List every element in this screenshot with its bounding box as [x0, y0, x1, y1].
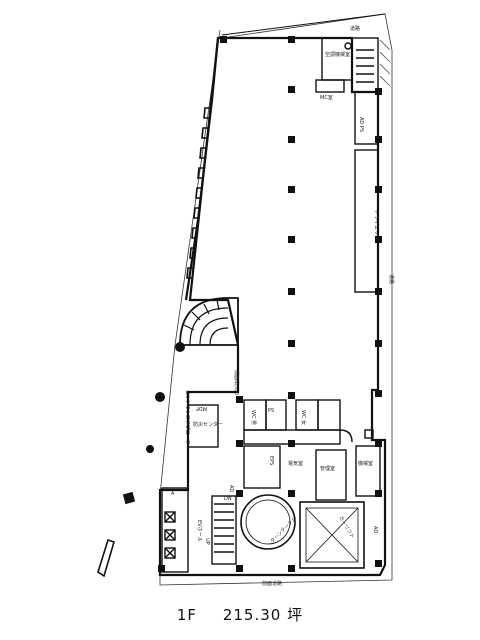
label-wc-w: WC 女: [300, 410, 307, 425]
floor-label: 1F: [176, 606, 198, 624]
label-up: UP: [204, 538, 210, 545]
lower-left-core: [161, 487, 237, 573]
facade-windows: [186, 107, 210, 279]
label-top-alley: 道路: [350, 25, 360, 32]
label-wc-m: WC 男: [250, 410, 256, 425]
label-right-road: 道路: [388, 274, 395, 284]
floor-caption: 1F 215.30 坪: [0, 604, 480, 625]
label-mgmt: 管理室: [320, 465, 335, 472]
label-entrance-approach: エントランスアプローチ: [184, 390, 190, 445]
floor-area: 215.30 坪: [222, 606, 304, 624]
label-dry-area: ドライエリア: [373, 210, 379, 240]
label-ev-hall: EVホール: [196, 520, 202, 542]
label-stair-a: A: [171, 491, 175, 497]
label-bottom-road: 前面道路: [262, 580, 282, 587]
site-boundary: [159, 13, 393, 586]
entrance-pillar: [175, 342, 185, 352]
exterior-tree: [146, 445, 154, 453]
exterior-block: [122, 491, 136, 505]
slanted-facade: [184, 37, 220, 301]
exterior-planter: [97, 538, 115, 578]
top-alley-edge: [221, 13, 386, 36]
label-ps: PS: [268, 408, 274, 414]
label-shaft-room: 機械室: [358, 460, 373, 467]
parking-equipment: [240, 494, 365, 569]
floor-plan: 道路 空調機械室 MC室 AD PS ドライエリア 道路 前面出入口 エントラン…: [97, 13, 395, 587]
label-disaster-room: 防災センター: [193, 421, 223, 428]
label-dn: DN: [224, 496, 232, 502]
label-ad-ps: AD PS: [358, 117, 364, 132]
label-eps: EPS: [268, 456, 274, 465]
building-outline: [158, 36, 387, 577]
curved-stair: [179, 297, 239, 346]
label-entrance-road: 前面出入口: [233, 370, 240, 395]
label-ad: AD: [228, 485, 234, 492]
label-mdf: MDF: [196, 405, 207, 411]
label-room-top-small: MC室: [320, 94, 333, 101]
structural-columns: [158, 36, 382, 572]
top-core: [315, 37, 379, 293]
label-room-top: 空調機械室: [325, 51, 350, 58]
label-car-lift: カーリフト: [337, 515, 355, 540]
right-hatch: [379, 39, 391, 87]
lower-core: [187, 399, 381, 501]
label-elec-room: 電気室: [288, 460, 303, 467]
exterior-tree: [155, 392, 165, 402]
label-ad2: AD: [372, 526, 378, 533]
